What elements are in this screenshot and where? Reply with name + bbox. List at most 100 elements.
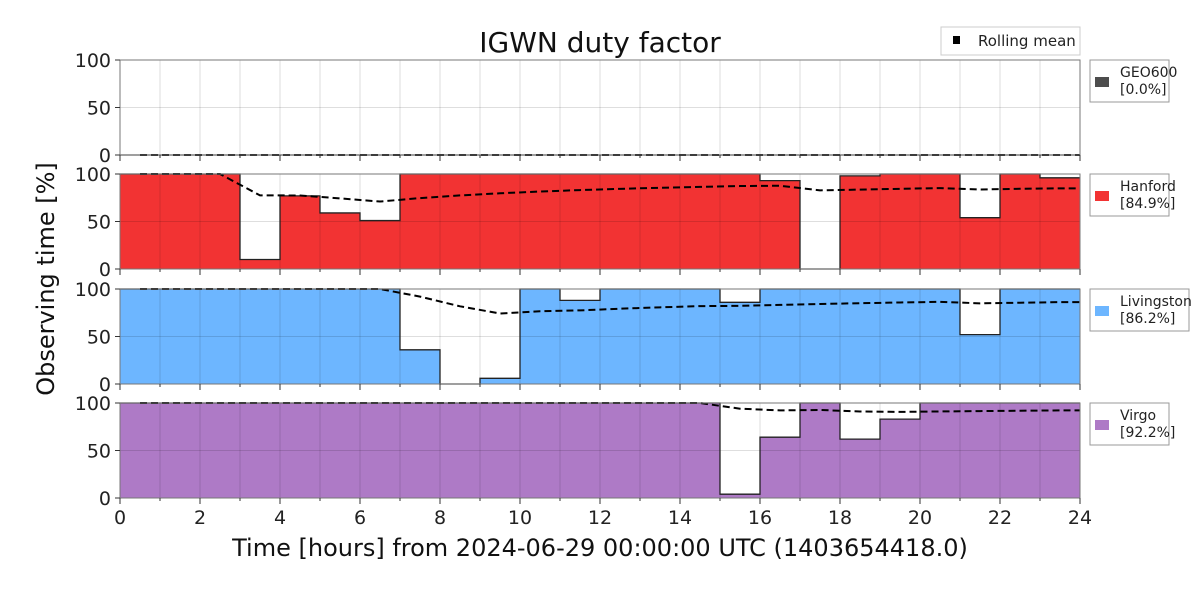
bar xyxy=(360,220,401,269)
bar xyxy=(960,334,1001,384)
bar xyxy=(520,174,561,269)
bar xyxy=(960,217,1001,269)
y-tick-label: 0 xyxy=(99,145,111,167)
x-tick-label: 10 xyxy=(508,507,532,529)
bar xyxy=(400,403,441,498)
bar xyxy=(640,289,681,384)
y-tick-label: 100 xyxy=(75,50,111,72)
rolling-mean-legend: Rolling mean xyxy=(940,26,1081,56)
bar xyxy=(840,439,881,498)
legend-label: Livingston xyxy=(1120,294,1192,310)
bar xyxy=(600,289,641,384)
bar xyxy=(480,378,521,384)
legend-geo600: GEO600[0.0%] xyxy=(1089,59,1177,103)
bar xyxy=(160,403,201,498)
bar xyxy=(720,494,761,498)
bar xyxy=(600,174,641,269)
x-tick-label: 12 xyxy=(588,507,612,529)
bar xyxy=(280,195,321,269)
legend-swatch xyxy=(1095,191,1109,201)
bar xyxy=(200,289,241,384)
y-tick-label: 0 xyxy=(99,374,111,396)
bar xyxy=(520,289,561,384)
bar xyxy=(440,174,481,269)
bar xyxy=(240,289,281,384)
bar xyxy=(240,259,281,269)
bar xyxy=(1040,177,1081,269)
legend-swatch xyxy=(1095,306,1109,316)
rolling-mean-legend-marker xyxy=(953,36,960,44)
x-axis-label: Time [hours] from 2024-06-29 00:00:00 UT… xyxy=(231,534,968,562)
legend-label: Virgo xyxy=(1120,408,1156,424)
bar xyxy=(760,437,801,498)
legend-label: Hanford xyxy=(1120,179,1176,195)
bar xyxy=(200,174,241,269)
bar xyxy=(440,403,481,498)
x-tick-label: 14 xyxy=(668,507,692,529)
bar xyxy=(120,289,161,384)
bar xyxy=(680,174,721,269)
bar xyxy=(240,403,281,498)
bar xyxy=(320,212,361,269)
x-tick-label: 0 xyxy=(114,507,126,529)
x-tick-label: 2 xyxy=(194,507,206,529)
bar xyxy=(280,403,321,498)
bar xyxy=(840,289,881,384)
legend-swatch xyxy=(1095,420,1109,430)
bar xyxy=(200,403,241,498)
bar xyxy=(480,174,521,269)
bar xyxy=(360,289,401,384)
legend-swatch xyxy=(1095,77,1109,87)
bar xyxy=(640,174,681,269)
legend-label: GEO600 xyxy=(1120,65,1177,81)
x-tick-label: 20 xyxy=(908,507,932,529)
bar xyxy=(720,174,761,269)
bar xyxy=(400,349,441,384)
bar xyxy=(160,289,201,384)
x-tick-label: 8 xyxy=(434,507,446,529)
bar xyxy=(920,289,961,384)
x-tick-label: 24 xyxy=(1068,507,1092,529)
rolling-mean-legend-label: Rolling mean xyxy=(978,32,1076,50)
x-tick-label: 6 xyxy=(354,507,366,529)
bar xyxy=(160,174,201,269)
y-tick-label: 0 xyxy=(99,488,111,510)
legend-summary: [84.9%] xyxy=(1120,196,1175,212)
bar xyxy=(800,403,841,498)
y-tick-label: 100 xyxy=(75,164,111,186)
bar xyxy=(1040,403,1081,498)
bar xyxy=(1000,289,1041,384)
y-tick-label: 100 xyxy=(75,393,111,415)
bar xyxy=(1040,289,1081,384)
x-tick-label: 16 xyxy=(748,507,772,529)
bar xyxy=(680,289,721,384)
rolling-mean-line xyxy=(140,173,1080,203)
bar xyxy=(720,302,761,384)
legend-summary: [92.2%] xyxy=(1120,425,1175,441)
y-tick-label: 50 xyxy=(87,327,111,349)
bar xyxy=(320,289,361,384)
bar xyxy=(600,403,641,498)
legend-summary: [0.0%] xyxy=(1120,82,1167,98)
bar xyxy=(520,403,561,498)
bar xyxy=(120,403,161,498)
bar xyxy=(320,403,361,498)
bar xyxy=(280,289,321,384)
bar xyxy=(760,180,801,269)
y-tick-label: 50 xyxy=(87,212,111,234)
y-tick-label: 50 xyxy=(87,441,111,463)
bar xyxy=(640,403,681,498)
chart-title: IGWN duty factor xyxy=(479,26,721,59)
y-axis-label: Observing time [%] xyxy=(32,162,60,396)
bar xyxy=(960,403,1001,498)
x-tick-label: 22 xyxy=(988,507,1012,529)
bar xyxy=(120,174,161,269)
x-tick-label: 4 xyxy=(274,507,286,529)
bar xyxy=(1000,403,1041,498)
legend-summary: [86.2%] xyxy=(1120,311,1175,327)
